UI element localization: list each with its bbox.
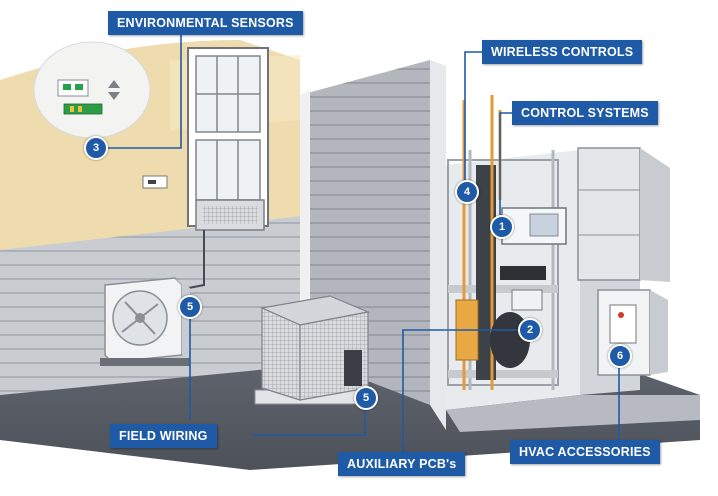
wireless-controls-label: WIRELESS CONTROLS — [482, 40, 643, 64]
badge-wireless-controls: 4 — [455, 180, 479, 204]
ac-condenser-unit — [254, 295, 376, 405]
hvac-accessories-label: HVAC ACCESSORIES — [510, 440, 660, 464]
wall-thermostat — [142, 175, 168, 189]
badge-environmental-sensors: 3 — [84, 136, 108, 160]
badge-hvac-accessories: 6 — [608, 344, 632, 368]
window-air-conditioner — [195, 199, 265, 231]
auxiliary-pcbs-label: AUXILIARY PCB's — [338, 452, 466, 476]
badge-auxiliary-pcbs: 2 — [518, 318, 542, 342]
badge-field-wiring-indoor: 5 — [178, 295, 202, 319]
badge-control-systems: 1 — [490, 215, 514, 239]
mini-split-outdoor-unit — [100, 277, 190, 366]
badge-field-wiring-outdoor: 5 — [354, 386, 378, 410]
environmental-sensor-callout — [33, 41, 151, 139]
field-wiring-label: FIELD WIRING — [110, 424, 217, 448]
control-systems-label: CONTROL SYSTEMS — [512, 101, 658, 125]
environmental-sensors-label: ENVIRONMENTAL SENSORS — [108, 11, 303, 35]
leader-lines — [104, 35, 620, 460]
